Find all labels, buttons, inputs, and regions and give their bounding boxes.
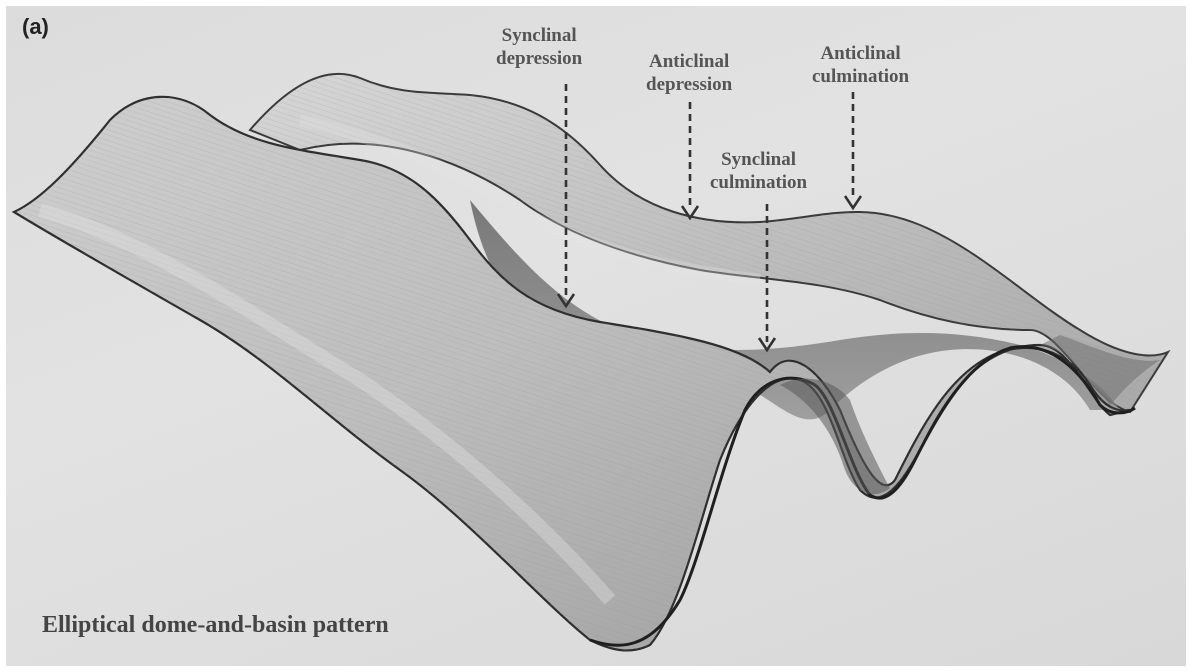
label-anticlinal-culmination: Anticlinal culmination [812, 42, 909, 88]
label-anticlinal-depression: Anticlinal depression [646, 50, 732, 96]
label-synclinal-culmination: Synclinal culmination [710, 148, 807, 194]
arrow-anticlinal-culmination [845, 92, 861, 208]
arrow-anticlinal-depression [682, 102, 698, 218]
figure-caption: Elliptical dome-and-basin pattern [42, 612, 389, 639]
panel-label: (a) [22, 14, 49, 40]
label-synclinal-depression: Synclinal depression [496, 24, 582, 70]
